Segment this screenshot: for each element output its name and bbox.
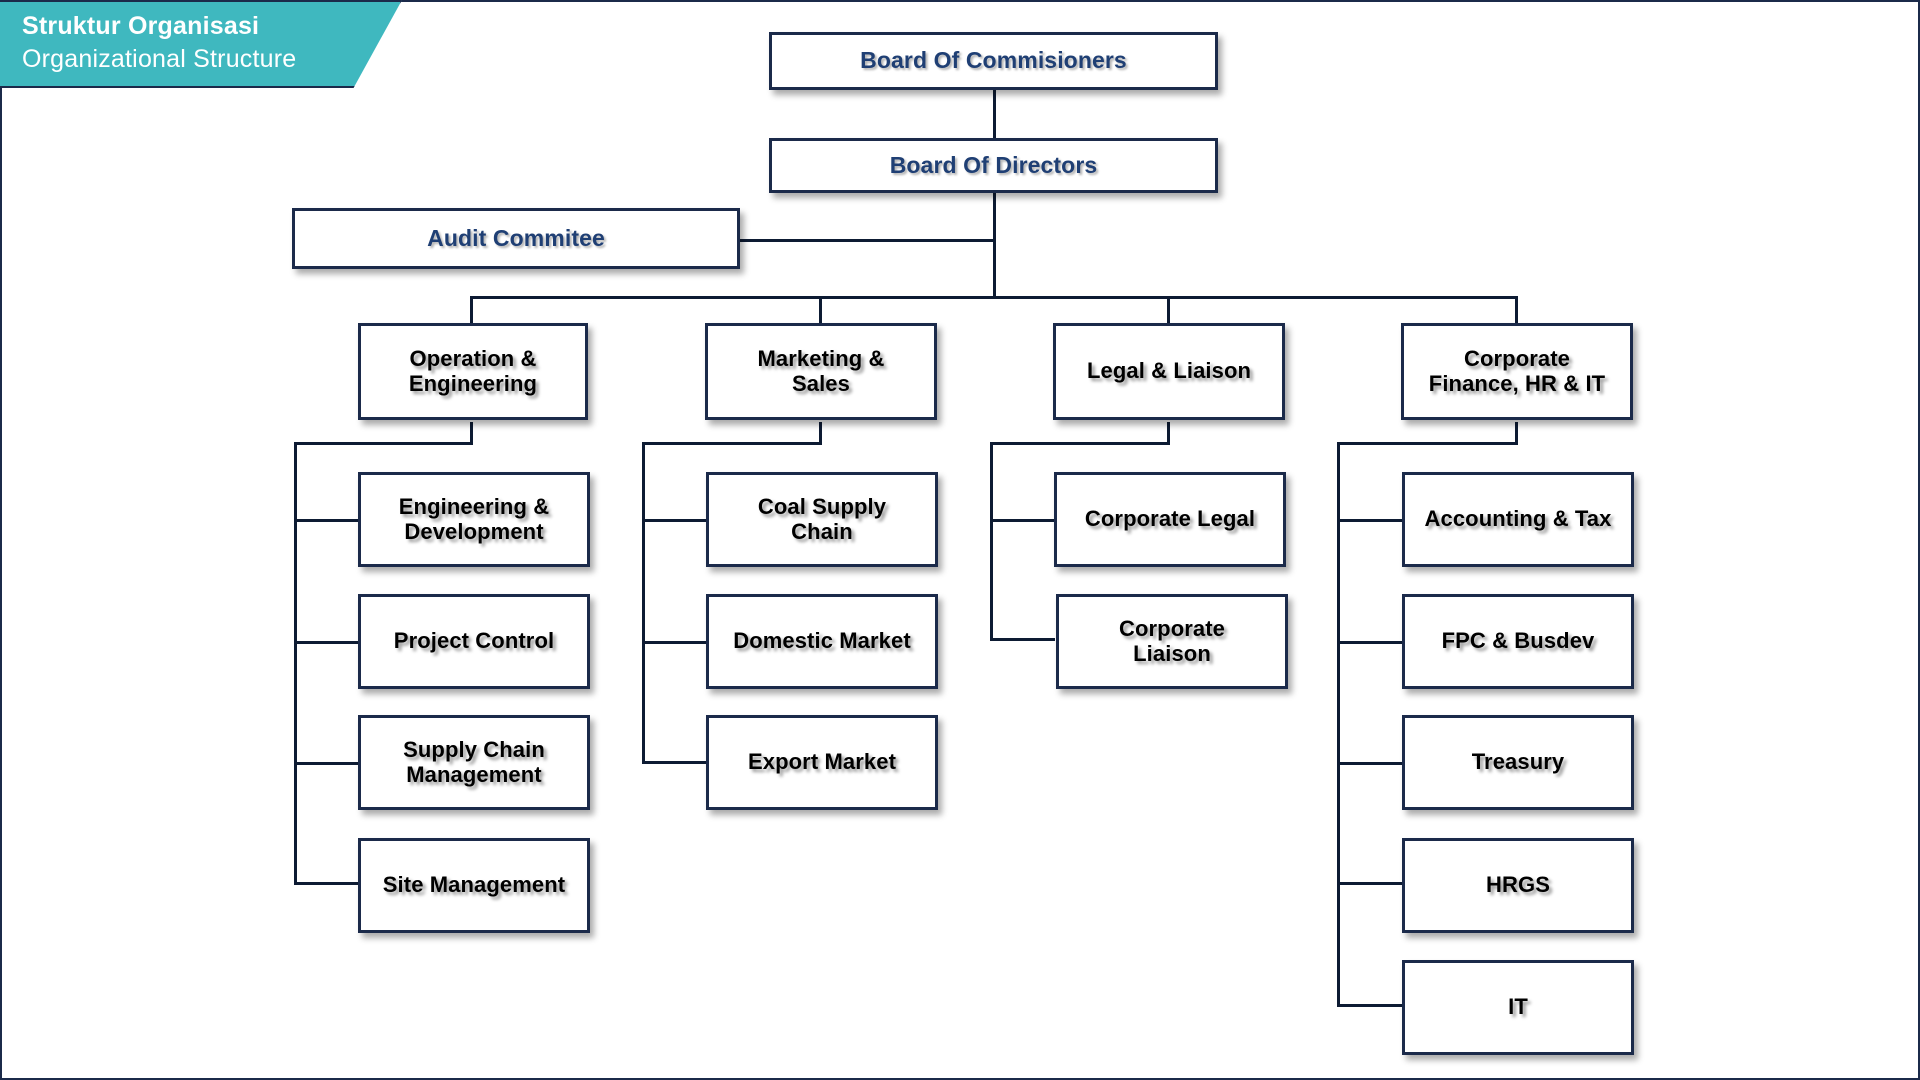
node-label: Marketing &Sales: [757, 345, 885, 396]
banner-title-english: Organizational Structure: [22, 45, 297, 73]
node-label: Site Management: [382, 872, 566, 898]
node-fpc-busdev[interactable]: FPC & Busdev: [1402, 594, 1634, 689]
node-label: Audit Commitee: [427, 224, 605, 251]
node-project-control[interactable]: Project Control: [358, 594, 590, 689]
node-engineering-development[interactable]: Engineering &Development: [358, 472, 590, 567]
connector-elbow-marketing: [642, 442, 822, 445]
connector-elbow-legal: [990, 442, 1170, 445]
connector-stem-operation: [470, 422, 473, 444]
node-label: Operation &Engineering: [408, 345, 538, 396]
node-label: Accounting & Tax: [1424, 506, 1612, 532]
connector-branch-mk-1: [642, 519, 707, 522]
node-marketing-sales[interactable]: Marketing &Sales: [705, 323, 937, 420]
connector-spine-operation: [294, 442, 297, 882]
node-label: Board Of Directors: [889, 151, 1098, 178]
connector-drop-corpfin: [1515, 296, 1518, 323]
node-label: Domestic Market: [733, 628, 911, 654]
connector-division-bus: [470, 296, 1518, 299]
banner-title-indonesian: Struktur Organisasi: [22, 12, 260, 40]
connector-branch-op-2: [294, 641, 359, 644]
node-label-line1: Corporate: [1463, 345, 1571, 371]
connector-audit-trunk: [740, 239, 996, 242]
connector-elbow-operation: [294, 442, 473, 445]
connector-branch-op-1: [294, 519, 359, 522]
connector-branch-op-4: [294, 882, 359, 885]
node-label-line2: Management: [406, 761, 542, 787]
node-label-line2: Engineering: [408, 370, 538, 396]
connector-branch-op-3: [294, 762, 359, 765]
node-operation-engineering[interactable]: Operation &Engineering: [358, 323, 588, 420]
node-label-line2: Liaison: [1133, 640, 1211, 666]
node-accounting-tax[interactable]: Accounting & Tax: [1402, 472, 1634, 567]
connector-spine-legal: [990, 442, 993, 641]
node-label: Legal & Liaison: [1086, 358, 1252, 384]
node-label-line1: Corporate: [1118, 615, 1226, 641]
node-label-line2: Sales: [791, 370, 850, 396]
node-label-line2: Finance, HR & IT: [1428, 370, 1606, 396]
node-domestic-market[interactable]: Domestic Market: [706, 594, 938, 689]
node-legal-liaison[interactable]: Legal & Liaison: [1053, 323, 1285, 420]
node-label-line1: Engineering &: [398, 493, 550, 519]
connector-branch-cf-3: [1337, 762, 1402, 765]
node-label: Project Control: [393, 628, 555, 654]
connector-elbow-corpfin: [1337, 442, 1518, 445]
connector-commissioners-directors: [993, 90, 996, 138]
connector-branch-cf-5: [1337, 1004, 1402, 1007]
connector-branch-lg-2: [990, 638, 1055, 641]
node-label: Board Of Commisioners: [860, 47, 1127, 74]
node-label-line1: Supply Chain: [403, 736, 545, 762]
node-label: FPC & Busdev: [1441, 628, 1595, 654]
connector-drop-operation: [470, 296, 473, 323]
node-label: Treasury: [1471, 749, 1565, 775]
node-label-line1: Marketing &: [757, 345, 885, 371]
connector-stem-corpfin: [1515, 422, 1518, 444]
node-board-of-directors[interactable]: Board Of Directors: [769, 138, 1218, 193]
connector-drop-legal: [1167, 296, 1170, 323]
node-label: Export Market: [747, 749, 896, 775]
node-label-line2: Chain: [791, 518, 853, 544]
connector-branch-mk-2: [642, 641, 707, 644]
connector-spine-marketing: [642, 442, 645, 761]
node-corporate-legal[interactable]: Corporate Legal: [1054, 472, 1286, 567]
node-label: Corporate Legal: [1084, 506, 1256, 532]
connector-branch-cf-1: [1337, 519, 1402, 522]
connector-branch-lg-1: [990, 519, 1055, 522]
node-label: Engineering &Development: [398, 493, 550, 544]
connector-directors-trunk: [993, 192, 996, 297]
node-label: IT: [1508, 994, 1528, 1020]
connector-branch-cf-4: [1337, 882, 1402, 885]
node-site-management[interactable]: Site Management: [358, 838, 590, 933]
node-label-line2: Development: [404, 518, 544, 544]
connector-stem-legal: [1167, 422, 1170, 444]
node-it[interactable]: IT: [1402, 960, 1634, 1055]
connector-branch-cf-2: [1337, 641, 1402, 644]
node-treasury[interactable]: Treasury: [1402, 715, 1634, 810]
slide-title-banner: Struktur Organisasi Organizational Struc…: [0, 0, 402, 88]
node-board-of-commisioners[interactable]: Board Of Commisioners: [769, 32, 1218, 90]
node-label-line1: Operation &: [409, 345, 537, 371]
node-label-line1: Coal Supply: [757, 493, 887, 519]
connector-drop-marketing: [819, 296, 822, 323]
node-audit-commitee[interactable]: Audit Commitee: [292, 208, 740, 269]
connector-stem-marketing: [819, 422, 822, 444]
node-label: HRGS: [1486, 872, 1550, 898]
connector-spine-corpfin: [1337, 442, 1340, 1004]
node-export-market[interactable]: Export Market: [706, 715, 938, 810]
node-hrgs[interactable]: HRGS: [1402, 838, 1634, 933]
connector-branch-mk-3: [642, 761, 707, 764]
